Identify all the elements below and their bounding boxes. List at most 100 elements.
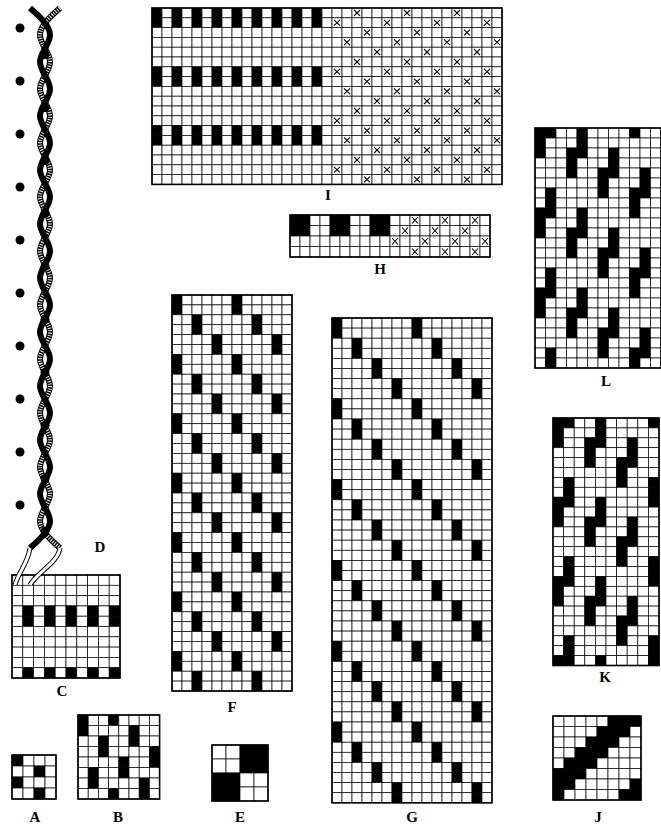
grid-cell xyxy=(372,67,382,77)
grid-cell xyxy=(442,581,452,591)
grid-cell xyxy=(202,602,212,612)
grid-cell xyxy=(452,57,462,67)
grid-cell xyxy=(422,348,432,358)
grid-cell xyxy=(312,67,322,77)
grid-cell xyxy=(290,247,300,258)
grid-cell xyxy=(472,77,482,87)
grid-cell xyxy=(332,459,342,469)
grid-cell xyxy=(392,459,402,469)
grid-cell xyxy=(372,581,382,591)
grid-cell xyxy=(412,682,422,692)
grid-cell xyxy=(262,295,272,305)
grid-cell xyxy=(402,439,412,449)
grid-cell xyxy=(372,135,382,145)
grid-cell xyxy=(332,480,342,490)
grid-cell xyxy=(262,135,272,145)
grid-cell xyxy=(192,493,202,503)
grid-cell xyxy=(242,364,252,374)
grid-cell xyxy=(402,165,412,175)
grid-cell xyxy=(23,585,34,595)
grid-cell xyxy=(88,606,99,616)
grid-cell xyxy=(322,77,332,87)
grid-cell xyxy=(182,57,192,67)
grid-cell xyxy=(222,374,232,384)
grid-cell xyxy=(182,463,192,473)
grid-cell xyxy=(172,632,182,642)
grid-cell xyxy=(202,47,212,57)
grid-cell xyxy=(452,47,462,57)
grid-cell xyxy=(462,8,472,18)
grid-cell xyxy=(402,77,412,87)
grid-cell xyxy=(422,399,432,409)
grid-cell xyxy=(392,369,402,379)
grid-cell xyxy=(382,449,392,459)
grid-cell xyxy=(272,612,282,622)
grid-cell xyxy=(470,247,480,258)
grid-cell xyxy=(242,661,252,671)
grid-cell xyxy=(77,627,88,637)
grid-cell xyxy=(272,463,282,473)
grid-cell xyxy=(312,145,322,155)
grid-cell xyxy=(422,550,432,560)
grid-cell xyxy=(422,672,432,682)
grid-cell xyxy=(232,493,242,503)
cross-mark xyxy=(402,228,408,235)
grid-cell xyxy=(482,135,492,145)
grid-cell xyxy=(432,28,442,38)
grid-cell xyxy=(272,632,282,642)
grid-cell xyxy=(66,627,77,637)
grid-cell xyxy=(342,490,352,500)
grid-cell xyxy=(452,661,462,671)
grid-cell xyxy=(382,682,392,692)
grid-cell xyxy=(332,419,342,429)
grid-cell xyxy=(262,552,272,562)
grid-cell xyxy=(242,473,252,483)
grid-cell xyxy=(382,8,392,18)
grid-cell xyxy=(432,641,442,651)
grid-cell xyxy=(109,596,120,606)
grid-cell xyxy=(282,503,292,513)
grid-cell xyxy=(242,18,252,28)
grid-cell xyxy=(372,490,382,500)
cross-mark xyxy=(434,69,440,75)
grid-cell xyxy=(262,57,272,67)
grid-cell xyxy=(352,389,362,399)
grid-cell xyxy=(462,318,472,328)
grid-cell xyxy=(212,602,222,612)
grid-cell xyxy=(432,96,442,106)
grid-cell xyxy=(192,473,202,483)
grid-cell xyxy=(432,470,442,480)
grid-cell xyxy=(192,18,202,28)
grid-cell xyxy=(312,57,322,67)
grid-cell xyxy=(322,116,332,126)
grid-cell xyxy=(452,145,462,155)
grid-cell xyxy=(382,67,392,77)
grid-cell xyxy=(402,591,412,601)
grid-cell xyxy=(222,562,232,572)
grid-cell xyxy=(432,672,442,682)
grid-cell xyxy=(192,77,202,87)
grid-cell xyxy=(482,358,492,368)
grid-cell xyxy=(462,348,472,358)
grid-cell xyxy=(332,490,342,500)
grid-cell xyxy=(400,236,410,247)
grid-cell xyxy=(400,226,410,237)
cross-mark xyxy=(334,69,340,75)
grid-cell xyxy=(212,394,222,404)
grid-cell xyxy=(412,530,422,540)
grid-cell xyxy=(182,523,192,533)
grid-cell xyxy=(492,145,502,155)
grid-cell xyxy=(242,513,252,523)
grid-cell xyxy=(332,389,342,399)
grid-cell xyxy=(482,661,492,671)
grid-cell xyxy=(192,8,202,18)
grid-cell xyxy=(192,543,202,553)
grid-cell xyxy=(452,601,462,611)
grid-cell xyxy=(172,523,182,533)
grid-cell xyxy=(282,642,292,652)
grid-cell xyxy=(342,692,352,702)
grid-cell xyxy=(172,463,182,473)
grid-cell xyxy=(472,571,482,581)
grid-cell xyxy=(232,552,242,562)
grid-cell xyxy=(462,510,472,520)
